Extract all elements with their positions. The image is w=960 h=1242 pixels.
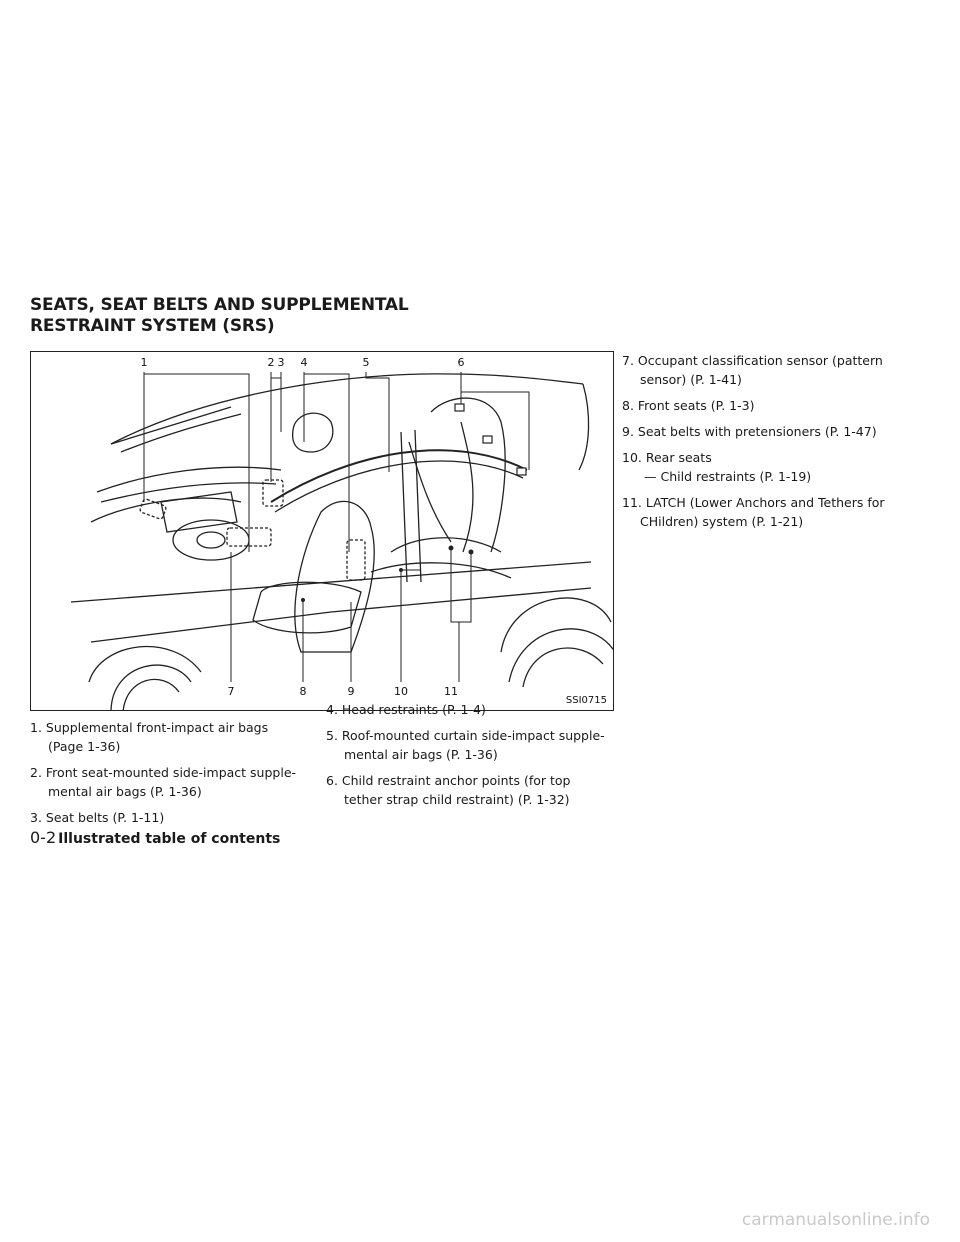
- section-title-line1: SEATS, SEAT BELTS AND SUPPLEMENTAL: [30, 295, 409, 315]
- legend-item-6-line2: tether strap child restraint) (P. 1-32): [344, 792, 570, 807]
- legend-item-4: 4. Head restraints (P. 1-4): [326, 700, 616, 719]
- legend-item-3: 3. Seat belts (P. 1-11): [30, 808, 320, 827]
- callout-9: 9: [347, 685, 355, 698]
- legend-item-8-line1: 8. Front seats (P. 1-3): [622, 398, 755, 413]
- callout-5: 5: [362, 356, 370, 369]
- watermark: carmanualsonline.info: [741, 1210, 930, 1230]
- legend-item-2-line2: mental air bags (P. 1-36): [48, 784, 202, 799]
- legend-item-6: 6. Child restraint anchor points (for to…: [326, 771, 616, 809]
- legend-item-11-line2: CHildren) system (P. 1-21): [640, 514, 804, 529]
- callout-3: 3: [277, 356, 285, 369]
- legend-item-5-line1: 5. Roof-mounted curtain side-impact supp…: [326, 728, 605, 743]
- legend-item-5-line2: mental air bags (P. 1-36): [344, 747, 498, 762]
- callout-10: 10: [394, 685, 408, 698]
- legend-column-1: 1. Supplemental front-impact air bags (P…: [30, 718, 320, 834]
- footer-title: Illustrated table of contents: [58, 831, 281, 847]
- legend-item-1-line2: (Page 1-36): [48, 739, 121, 754]
- legend-item-3-line1: 3. Seat belts (P. 1-11): [30, 810, 165, 825]
- legend-item-7-line2: sensor) (P. 1-41): [640, 372, 742, 387]
- legend-column-3: 7. Occupant classification sensor (patte…: [622, 351, 922, 538]
- vehicle-illustration: 1 2 3 4 5 6 7 8 9 10 11 SSI0715: [30, 351, 614, 711]
- legend-item-2-line1: 2. Front seat-mounted side-impact supple…: [30, 765, 297, 780]
- callout-2: 2: [267, 356, 275, 369]
- legend-item-2: 2. Front seat-mounted side-impact supple…: [30, 763, 320, 801]
- callout-11: 11: [444, 685, 458, 698]
- callout-8: 8: [299, 685, 307, 698]
- legend-item-11: 11. LATCH (Lower Anchors and Tethers for…: [622, 493, 922, 531]
- legend-column-2: 4. Head restraints (P. 1-4) 5. Roof-moun…: [326, 700, 616, 816]
- figure-code: SSI0715: [565, 695, 607, 706]
- car-interior-drawing: [70, 372, 613, 710]
- legend-item-1-line1: 1. Supplemental front-impact air bags: [30, 720, 269, 735]
- legend-item-10: 10. Rear seats — Child restraints (P. 1-…: [622, 448, 922, 486]
- section-title-line2: RESTRAINT SYSTEM (SRS): [30, 316, 275, 336]
- legend-item-7-line1: 7. Occupant classification sensor (patte…: [622, 353, 883, 368]
- legend-item-8: 8. Front seats (P. 1-3): [622, 396, 922, 415]
- callout-4: 4: [300, 356, 308, 369]
- legend-item-10-sub: — Child restraints (P. 1-19): [644, 469, 812, 484]
- legend-item-10-line1: 10. Rear seats: [622, 450, 712, 465]
- legend-item-4-line1: 4. Head restraints (P. 1-4): [326, 702, 486, 717]
- legend-item-7: 7. Occupant classification sensor (patte…: [622, 351, 922, 389]
- page-number: 0-2: [30, 828, 57, 847]
- legend-item-6-line1: 6. Child restraint anchor points (for to…: [326, 773, 571, 788]
- legend-item-9-line1: 9. Seat belts with pretensioners (P. 1-4…: [622, 424, 877, 439]
- callout-6: 6: [457, 356, 465, 369]
- legend-item-1: 1. Supplemental front-impact air bags (P…: [30, 718, 320, 756]
- legend-item-5: 5. Roof-mounted curtain side-impact supp…: [326, 726, 616, 764]
- callout-7: 7: [227, 685, 235, 698]
- section-title: SEATS, SEAT BELTS AND SUPPLEMENTAL RESTR…: [30, 295, 409, 337]
- legend-item-9: 9. Seat belts with pretensioners (P. 1-4…: [622, 422, 922, 441]
- legend-item-11-line1: 11. LATCH (Lower Anchors and Tethers for: [622, 495, 885, 510]
- callout-1: 1: [140, 356, 148, 369]
